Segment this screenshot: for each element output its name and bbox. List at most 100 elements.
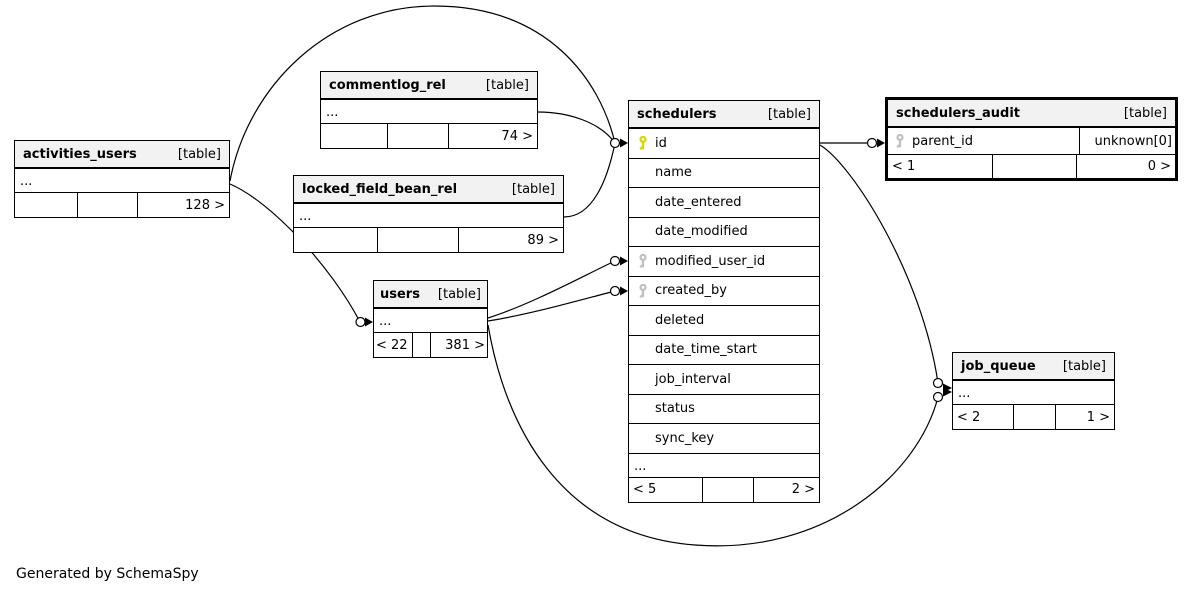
column-row: sync_key bbox=[629, 424, 819, 454]
footer-cell-in: < 22 bbox=[374, 333, 413, 357]
footer-cell bbox=[413, 333, 431, 357]
table-schedulers: schedulers [table] id name date_entered … bbox=[628, 100, 820, 503]
table-header[interactable]: schedulers_audit [table] bbox=[888, 100, 1175, 128]
footer-cell bbox=[321, 124, 388, 148]
column-name: deleted bbox=[655, 312, 705, 328]
footer-cell-out: 2 > bbox=[791, 482, 815, 497]
column-type: unknown[0] bbox=[1079, 128, 1175, 154]
footer-cell bbox=[78, 193, 138, 217]
footer-cell bbox=[703, 477, 754, 502]
endpoint-created-by bbox=[609, 285, 628, 297]
column-name: parent_id bbox=[912, 133, 973, 149]
column-row-parent-id: parent_id unknown[0] bbox=[888, 128, 1175, 155]
footer-cell bbox=[388, 124, 449, 148]
relationship-curve-commentlog-schedulers bbox=[537, 111, 616, 144]
footer-cell-out: 128 > bbox=[185, 197, 225, 213]
column-row: name bbox=[629, 159, 819, 188]
table-type-label: [table] bbox=[177, 146, 221, 162]
relationship-curve-users-modified-user-id bbox=[487, 260, 616, 319]
table-footer: < 5 2 > bbox=[629, 477, 819, 502]
foreign-key-icon bbox=[637, 254, 655, 268]
column-row: date_time_start bbox=[629, 336, 819, 365]
columns-ellipsis: ... bbox=[15, 169, 229, 193]
footer-cell-out: 381 > bbox=[445, 337, 485, 353]
column-name: sync_key bbox=[655, 430, 715, 446]
endpoint-modified-user-id bbox=[609, 255, 628, 267]
table-name[interactable]: schedulers bbox=[637, 106, 717, 122]
column-name: id bbox=[655, 135, 667, 151]
endpoint-schedulers-id bbox=[609, 137, 628, 149]
generator-credit: Generated by SchemaSpy bbox=[16, 566, 199, 582]
table-locked-field-bean-rel: locked_field_bean_rel [table] ... 89 > bbox=[293, 175, 564, 253]
table-header[interactable]: activities_users [table] bbox=[15, 141, 229, 169]
table-footer: < 2 1 > bbox=[953, 405, 1114, 429]
table-header[interactable]: commentlog_rel [table] bbox=[321, 72, 537, 100]
column-name: name bbox=[655, 165, 692, 181]
table-name[interactable]: job_queue bbox=[961, 358, 1036, 374]
column-name: modified_user_id bbox=[655, 253, 766, 269]
table-header[interactable]: job_queue [table] bbox=[953, 353, 1114, 381]
relationship-curve-lockedfieldbean-schedulers bbox=[563, 142, 616, 218]
column-row: status bbox=[629, 395, 819, 424]
table-activities-users: activities_users [table] ... 128 > bbox=[14, 140, 230, 218]
table-footer: < 22 381 > bbox=[374, 333, 487, 357]
table-type-label: [table] bbox=[437, 286, 481, 302]
column-row: date_modified bbox=[629, 218, 819, 247]
column-name: date_entered bbox=[655, 194, 742, 210]
endpoint-users bbox=[355, 316, 373, 328]
relationship-curve-activities-schedulers bbox=[229, 5, 616, 182]
column-name: date_modified bbox=[655, 224, 748, 240]
relationship-curve-users-jobqueue bbox=[487, 324, 939, 547]
endpoint-jobqueue-upper bbox=[932, 377, 952, 393]
column-row-id: id bbox=[629, 129, 819, 159]
foreign-key-icon bbox=[637, 283, 655, 298]
table-type-label: [table] bbox=[767, 106, 811, 122]
table-name[interactable]: schedulers_audit bbox=[896, 105, 1021, 121]
columns-ellipsis: ... bbox=[321, 100, 537, 124]
footer-cell-out: 0 > bbox=[1147, 159, 1171, 174]
column-row-modified-user-id: modified_user_id bbox=[629, 247, 819, 277]
column-name: date_time_start bbox=[655, 342, 757, 358]
column-name: status bbox=[655, 401, 695, 417]
foreign-key-icon bbox=[894, 134, 912, 148]
table-type-label: [table] bbox=[511, 181, 555, 197]
relationship-curve-schedulers-jobqueue bbox=[819, 144, 939, 384]
endpoint-jobqueue-lower bbox=[932, 387, 952, 403]
relationship-curve-users-created-by bbox=[487, 290, 616, 322]
columns-ellipsis: ... bbox=[629, 454, 819, 478]
footer-cell bbox=[993, 155, 1077, 178]
column-row-created-by: created_by bbox=[629, 277, 819, 306]
table-type-label: [table] bbox=[1123, 105, 1167, 121]
table-header[interactable]: locked_field_bean_rel [table] bbox=[294, 176, 563, 204]
footer-cell-in: < 1 bbox=[888, 155, 993, 178]
primary-key-icon bbox=[637, 136, 655, 150]
endpoint-schedulers-audit bbox=[866, 137, 885, 149]
columns-ellipsis: ... bbox=[953, 381, 1114, 405]
table-job-queue: job_queue [table] ... < 2 1 > bbox=[952, 352, 1115, 430]
table-type-label: [table] bbox=[485, 77, 529, 93]
column-name: created_by bbox=[655, 283, 727, 299]
table-name[interactable]: activities_users bbox=[23, 146, 137, 162]
table-footer: 74 > bbox=[321, 124, 537, 148]
column-row: job_interval bbox=[629, 365, 819, 395]
column-row: date_entered bbox=[629, 188, 819, 218]
table-name[interactable]: commentlog_rel bbox=[329, 77, 446, 93]
table-header[interactable]: users [table] bbox=[374, 281, 487, 309]
footer-cell bbox=[15, 193, 78, 217]
footer-cell-out: 89 > bbox=[527, 232, 559, 248]
table-schedulers-audit: schedulers_audit [table] parent_id unkno… bbox=[885, 97, 1178, 181]
footer-cell-out: 74 > bbox=[501, 128, 533, 144]
table-header[interactable]: schedulers [table] bbox=[629, 101, 819, 129]
table-name[interactable]: locked_field_bean_rel bbox=[302, 181, 458, 197]
footer-cell bbox=[378, 228, 459, 252]
footer-cell-out: 1 > bbox=[1086, 409, 1110, 425]
table-footer: 128 > bbox=[15, 193, 229, 217]
table-commentlog-rel: commentlog_rel [table] ... 74 > bbox=[320, 71, 538, 149]
column-name: job_interval bbox=[655, 371, 731, 387]
table-footer: < 1 0 > bbox=[888, 155, 1175, 178]
footer-cell-in: < 2 bbox=[953, 405, 1014, 429]
columns-ellipsis: ... bbox=[374, 309, 487, 333]
table-name[interactable]: users bbox=[380, 286, 420, 302]
